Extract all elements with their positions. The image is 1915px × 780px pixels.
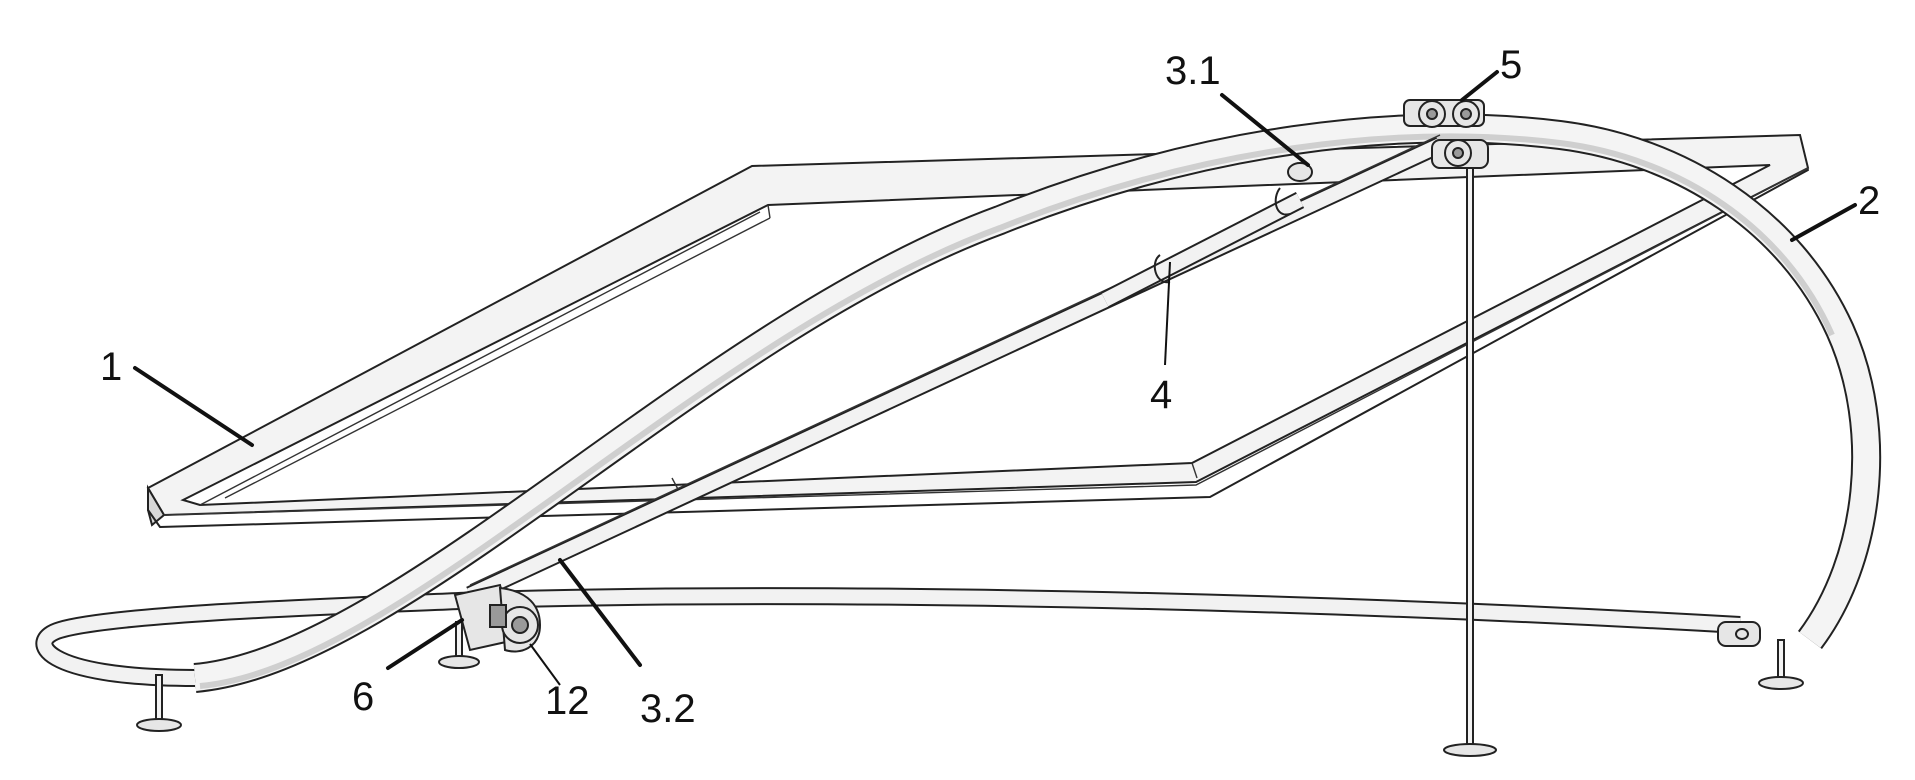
leader-1 [133, 366, 254, 447]
label-roller-carriage: 5 [1500, 43, 1522, 87]
label-actuator: 4 [1150, 373, 1172, 417]
label-panel: 1 [100, 345, 122, 389]
solar-panel [146, 133, 1810, 528]
reference-numerals: 1 2 3.1 4 5 6 12 3.2 [100, 43, 1880, 731]
roller-carriage [1403, 99, 1489, 169]
leader-6 [386, 618, 464, 670]
leader-4 [1164, 261, 1171, 366]
leader-3-1 [1220, 93, 1310, 167]
leader-lines [133, 70, 1857, 686]
label-arm-upper: 3.1 [1165, 49, 1221, 93]
curved-track [193, 113, 1882, 693]
label-frame-track: 2 [1858, 179, 1880, 223]
label-arm-lower: 3.2 [640, 687, 696, 731]
drive-unit [453, 583, 542, 653]
leader-5 [1460, 70, 1499, 102]
support-feet [136, 621, 1804, 732]
leader-3-2 [558, 558, 642, 667]
label-drive-unit: 6 [352, 675, 374, 719]
leader-12 [529, 643, 561, 686]
label-motor: 12 [545, 679, 590, 723]
actuator [1100, 187, 1305, 309]
leader-2 [1790, 203, 1857, 242]
